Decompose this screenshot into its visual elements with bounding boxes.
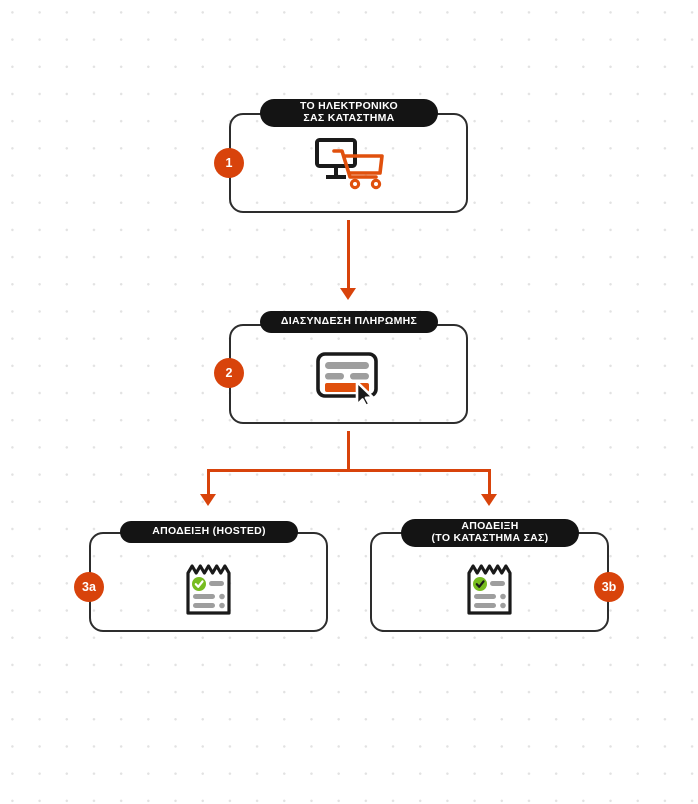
credit-card-cursor-icon [312,348,386,406]
connector-branch-left [207,469,210,496]
node-payment-gateway-title: ΔΙΑΣΥΝΔΕΣΗ ΠΛΗΡΩΜΗΣ [260,311,438,333]
node-receipt-your-store-badge: 3b [594,572,624,602]
connector-store-to-gateway [347,220,350,290]
connector-branch-right [488,469,491,496]
node-receipt-hosted-badge: 3a [74,572,104,602]
connector-branch-left-arrowhead [200,494,216,506]
connector-gateway-stem [347,431,350,470]
receipt-check-icon [463,561,516,617]
connector-branch-right-arrowhead [481,494,497,506]
node-receipt-hosted-title: ΑΠΟΔΕΙΞΗ (HOSTED) [120,521,298,543]
node-payment-gateway-badge: 2 [214,358,244,388]
receipt-check-icon [182,561,235,617]
node-receipt-your-store-title: ΑΠΟΔΕΙΞΗ (ΤΟ ΚΑΤΑΣΤΗΜΑ ΣΑΣ) [401,519,579,547]
node-store-title: ΤΟ ΗΛΕΚΤΡΟΝΙΚΟ ΣΑΣ ΚΑΤΑΣΤΗΜΑ [260,99,438,127]
connector-gateway-crossbar [207,469,491,472]
connector-store-to-gateway-arrowhead [340,288,356,300]
node-store-badge: 1 [214,148,244,178]
monitor-cart-icon [312,135,386,191]
